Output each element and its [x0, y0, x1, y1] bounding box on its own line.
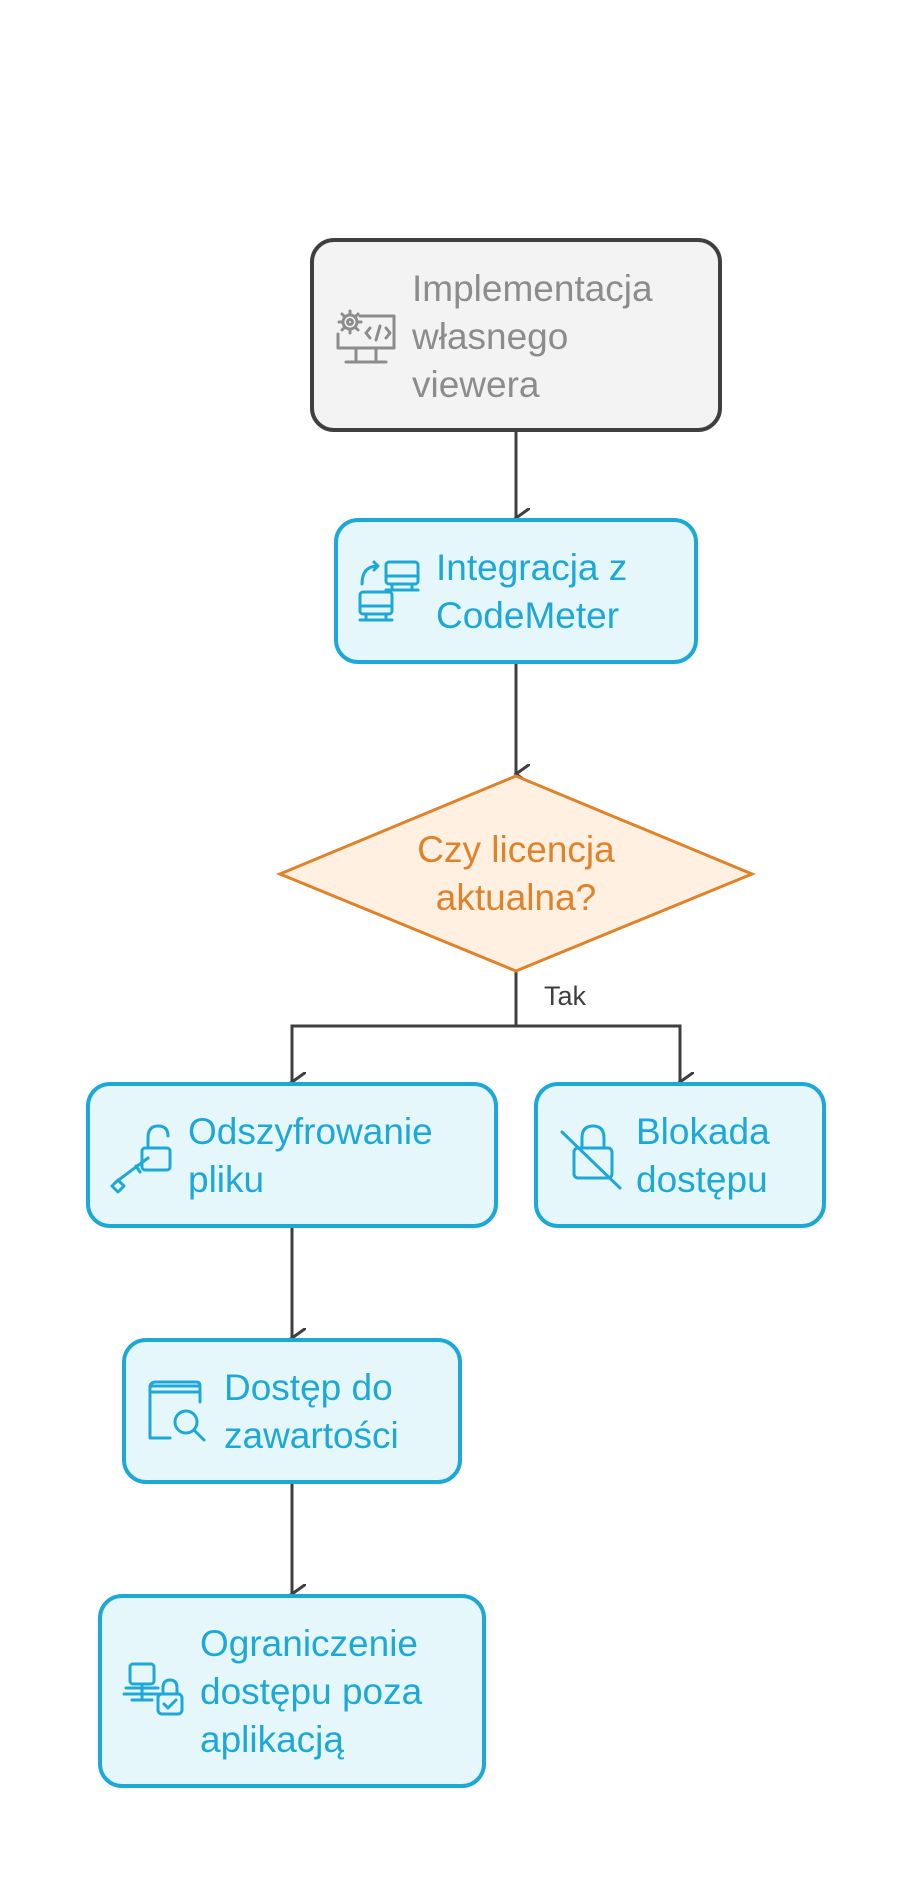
start-node-line-1: Implementacja [412, 268, 653, 309]
restrict-node-line-2: dostępu poza [200, 1671, 423, 1712]
decrypt-node[interactable]: Odszyfrowanie pliku [86, 1082, 498, 1228]
computers-sync-icon [358, 560, 420, 622]
start-node-line-2: własnego [411, 316, 568, 357]
access-node-line-1: Dostęp do [224, 1367, 393, 1408]
decision-node[interactable]: Czy licencja aktualna? [276, 774, 756, 973]
document-search-icon [148, 1380, 206, 1442]
access-node[interactable]: Dostęp do zawartości [122, 1338, 462, 1484]
start-node[interactable]: Implementacja własnego viewera [310, 238, 722, 432]
integration-node-line-1: Integracja z [436, 547, 627, 588]
edge-label-yes: Tak [544, 981, 587, 1011]
edges [292, 430, 680, 1594]
edge-decision-to-decrypt [292, 971, 518, 1082]
lock-slash-icon [560, 1124, 622, 1190]
key-unlock-icon [110, 1124, 172, 1194]
code-settings-monitor-icon [336, 309, 396, 364]
restrict-node-line-1: Ograniczenie [200, 1623, 418, 1664]
integration-node[interactable]: Integracja z CodeMeter [334, 518, 698, 664]
computer-lock-icon [122, 1662, 184, 1716]
block-node-line-1: Blokada [636, 1111, 770, 1152]
decrypt-node-line-1: Odszyfrowanie [188, 1111, 433, 1152]
decrypt-node-line-2: pliku [188, 1159, 264, 1200]
decision-node-line-2: aktualna? [436, 877, 596, 918]
block-node[interactable]: Blokada dostępu [534, 1082, 826, 1228]
restrict-node-line-3: aplikacją [200, 1719, 344, 1760]
restrict-node[interactable]: Ograniczenie dostępu poza aplikacją [98, 1594, 486, 1788]
decision-node-line-1: Czy licencja [417, 829, 615, 870]
start-node-line-3: viewera [412, 364, 540, 405]
integration-node-line-2: CodeMeter [436, 595, 619, 636]
edge-decision-to-block [516, 1024, 680, 1082]
block-node-line-2: dostępu [636, 1159, 768, 1200]
access-node-line-2: zawartości [224, 1415, 399, 1456]
